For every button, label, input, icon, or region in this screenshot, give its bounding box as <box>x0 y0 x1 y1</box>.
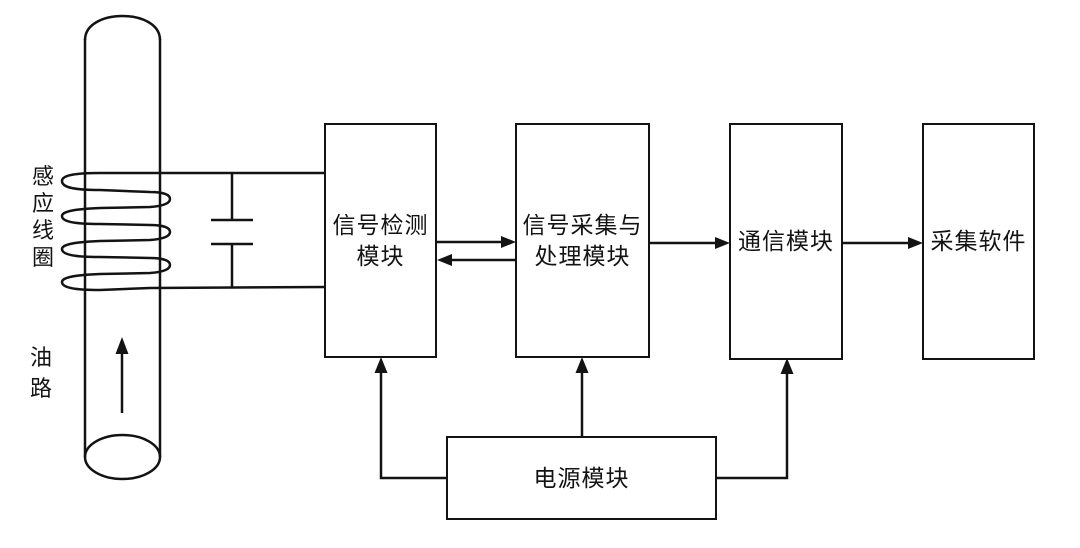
box-signal-processing: 信号采集与 处理模块 <box>515 123 650 358</box>
arrow-processing-to-communication-icon <box>649 237 730 249</box>
power-to-processing-arrow-icon <box>575 357 589 437</box>
pipe-bottom-rim <box>83 433 162 481</box>
arrow-detection-to-processing-icon <box>436 236 516 248</box>
box-communication: 通信模块 <box>729 123 843 360</box>
box-power-label: 电源模块 <box>533 465 630 491</box>
box-signal-processing-label: 信号采集与 处理模块 <box>522 212 643 269</box>
oil-path-label: 油路 <box>29 345 52 401</box>
power-to-detection-arrow-icon <box>374 357 447 480</box>
arrow-processing-to-detection-icon <box>437 254 516 266</box>
box-signal-detection: 信号检测 模块 <box>324 123 437 358</box>
pipe-shape <box>83 14 162 481</box>
capacitor-symbol <box>211 173 253 287</box>
induction-coil-circuit <box>60 171 327 292</box>
induction-coil-label: 感应线圈 <box>31 164 54 270</box>
box-signal-detection-label: 信号检测 模块 <box>332 212 429 269</box>
box-acquisition-software: 采集软件 <box>922 123 1035 360</box>
box-communication-label: 通信模块 <box>738 229 834 254</box>
arrow-communication-to-software-icon <box>842 237 923 249</box>
power-to-communication-arrow-icon <box>716 358 794 480</box>
pipe-top-dome <box>83 14 162 41</box>
box-acquisition-software-label: 采集软件 <box>930 229 1027 254</box>
flow-direction-arrow-icon <box>115 337 129 413</box>
box-power: 电源模块 <box>446 436 717 520</box>
